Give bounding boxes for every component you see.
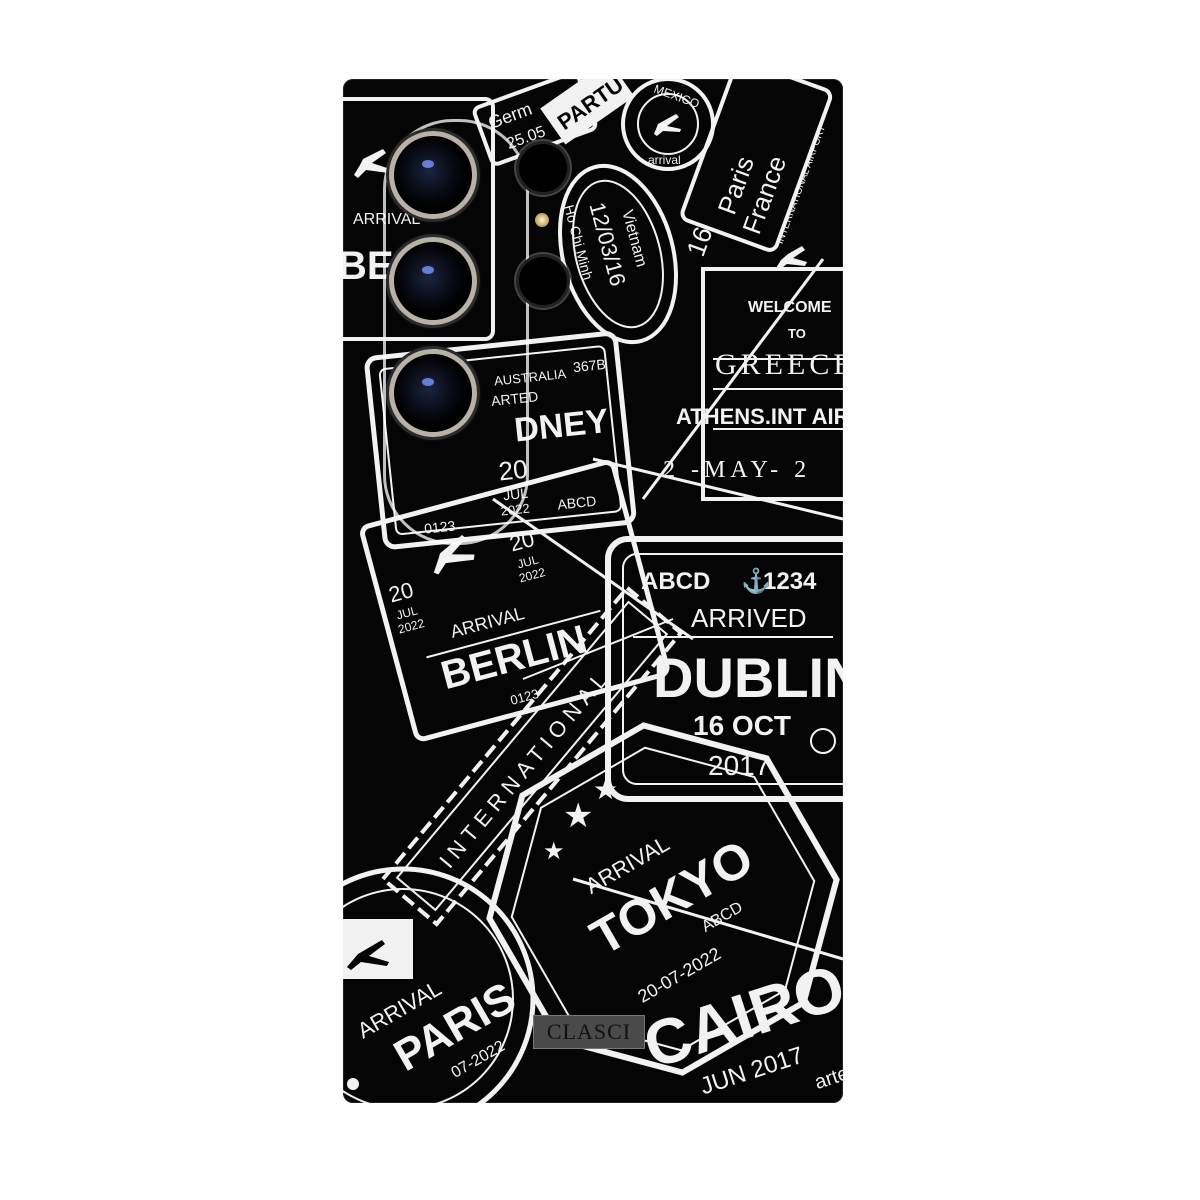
dublin-code: ABCD: [641, 568, 710, 595]
star-icon: ★: [563, 797, 593, 835]
berlin-num: 0123: [509, 686, 541, 708]
stamp-dublin: ABCD 1234 ARRIVED DUBLIN 16 OCT 2017 ⚓: [605, 536, 843, 802]
camera-module: [383, 119, 529, 545]
ship-wheel-icon: [810, 728, 836, 754]
greece-date: 2 -MAY- 2: [663, 457, 811, 483]
stamp-pattern: WELCOME TO GREECE ATHENS.INT AIR 2 -MAY-…: [343, 79, 843, 1103]
camera-flash: [535, 213, 549, 227]
plane-icon: [433, 535, 475, 575]
phone-case: WELCOME TO GREECE ATHENS.INT AIR 2 -MAY-…: [343, 79, 843, 1103]
berlin-day: 20: [386, 577, 416, 607]
plane-icon: [347, 940, 389, 970]
berlin-year: 2022: [397, 616, 427, 637]
camera-lens-2: [389, 237, 477, 325]
camera-sensor-1: [516, 141, 570, 195]
berlin-top-label: ARRIVAL: [353, 211, 420, 228]
mexico-label: arrival: [648, 153, 681, 167]
berlin-month: JUL: [395, 603, 420, 622]
dublin-number: 1234: [763, 568, 817, 595]
plane-icon: [354, 149, 390, 178]
star-icon: ★: [543, 838, 565, 865]
cairo-word: arte: [812, 1062, 843, 1094]
sydney-code: 367B: [572, 356, 606, 375]
dublin-label: ARRIVED: [691, 603, 807, 633]
svg-text:⚓: ⚓: [741, 567, 771, 595]
stamp-mexico: MEXICO arrival: [621, 79, 715, 171]
greece-welcome: WELCOME: [748, 299, 832, 316]
berlin-year2: 2022: [517, 565, 547, 586]
sydney-code2: ABCD: [557, 493, 597, 513]
stamp-greece: WELCOME TO GREECE ATHENS.INT AIR 2 -MAY-…: [663, 267, 843, 501]
dublin-date: 16 OCT: [693, 710, 791, 741]
brand-logo: CLASCI: [533, 1015, 645, 1049]
star-icon: ★: [593, 774, 618, 805]
berlin-month2: JUL: [516, 552, 541, 571]
camera-sensor-2: [516, 254, 570, 308]
plane-icon: [654, 114, 681, 136]
greece-to: TO: [788, 326, 806, 341]
dublin-city: DUBLIN: [653, 646, 843, 709]
greece-airport: ATHENS.INT AIR: [676, 404, 843, 429]
plane-icon: [776, 246, 807, 270]
camera-lens-3: [389, 349, 477, 437]
camera-lens-1: [389, 131, 477, 219]
